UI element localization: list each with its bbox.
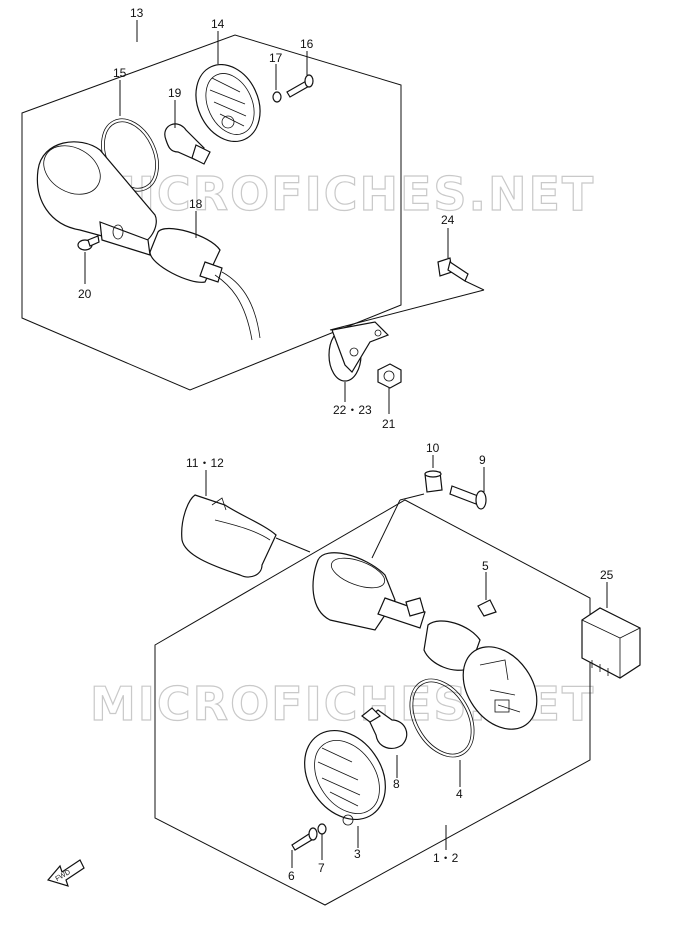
label-11-12: 11・12 bbox=[186, 456, 224, 470]
washer-17 bbox=[272, 91, 282, 103]
housing-lower bbox=[312, 552, 426, 631]
label-22-23: 22・23 bbox=[333, 403, 372, 417]
bolt-24 bbox=[437, 257, 469, 282]
label-18: 18 bbox=[189, 197, 203, 211]
cover-11-12 bbox=[181, 494, 277, 578]
gasket-4 bbox=[409, 678, 475, 758]
bracket-22-23 bbox=[328, 321, 390, 382]
housing-upper bbox=[36, 141, 157, 256]
label-20: 20 bbox=[78, 287, 92, 301]
label-9: 9 bbox=[479, 453, 486, 467]
label-21: 21 bbox=[382, 417, 396, 431]
leaders-upper bbox=[84, 20, 485, 414]
screw-9 bbox=[449, 485, 487, 510]
lens-14 bbox=[195, 63, 261, 143]
label-25: 25 bbox=[600, 568, 614, 582]
relay-25 bbox=[581, 607, 641, 679]
label-17: 17 bbox=[269, 51, 283, 65]
label-8: 8 bbox=[393, 777, 400, 791]
screw-5 bbox=[477, 599, 497, 617]
screw-16 bbox=[286, 74, 314, 98]
label-16: 16 bbox=[300, 37, 314, 51]
label-15: 15 bbox=[113, 66, 127, 80]
fwd-arrow-icon: FWD bbox=[46, 859, 85, 887]
label-14: 14 bbox=[211, 17, 225, 31]
label-10: 10 bbox=[426, 441, 440, 455]
cup-lower bbox=[462, 646, 538, 730]
label-3: 3 bbox=[354, 847, 361, 861]
label-5: 5 bbox=[482, 559, 489, 573]
label-4: 4 bbox=[456, 787, 463, 801]
spacer-10 bbox=[424, 470, 443, 493]
leaders-lower bbox=[205, 455, 608, 868]
lens-3 bbox=[304, 729, 386, 826]
bulb-19 bbox=[164, 123, 211, 165]
upper-assembly-frame bbox=[21, 34, 402, 391]
label-1-2: 1・2 bbox=[433, 851, 459, 865]
screw-6 bbox=[291, 827, 318, 851]
screw-20 bbox=[77, 235, 100, 251]
washer-7 bbox=[317, 823, 327, 835]
bulb-8 bbox=[361, 707, 408, 749]
label-7: 7 bbox=[318, 861, 325, 875]
socket-18 bbox=[149, 227, 261, 341]
lower-assembly-frame bbox=[154, 499, 591, 906]
label-24: 24 bbox=[441, 213, 455, 227]
label-6: 6 bbox=[288, 869, 295, 883]
nut-21 bbox=[377, 363, 402, 389]
label-19: 19 bbox=[168, 86, 182, 100]
label-13: 13 bbox=[130, 6, 144, 20]
watermark-top: MICROFICHES.NET bbox=[90, 167, 595, 221]
